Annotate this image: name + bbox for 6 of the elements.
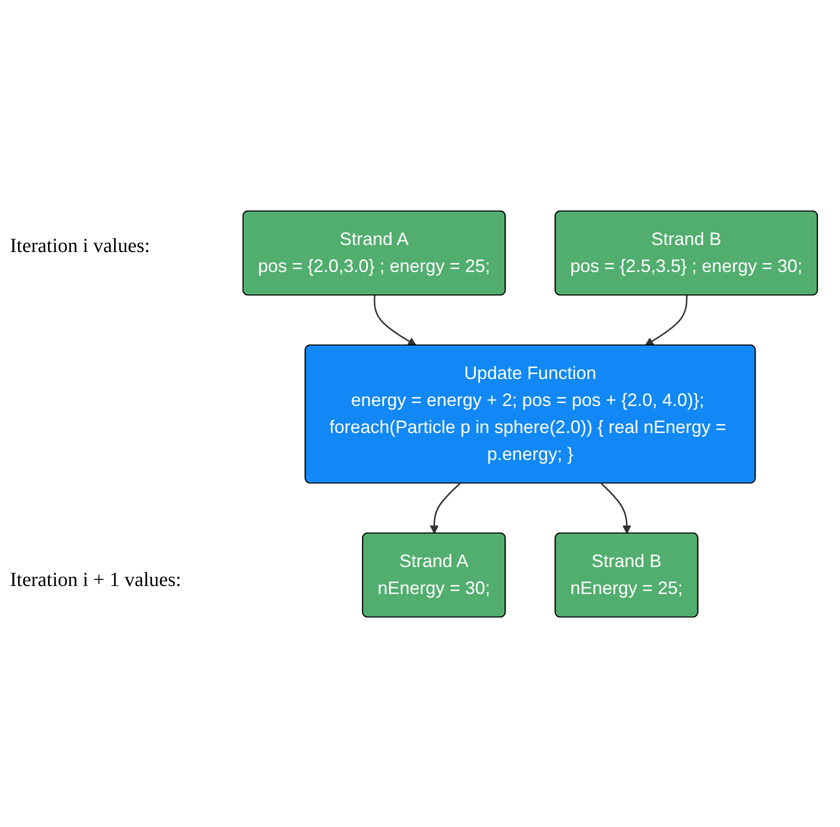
arrow — [644, 294, 688, 346]
arrow — [430, 482, 460, 534]
row-label: Iteration i values: — [10, 235, 151, 258]
arrow — [600, 482, 632, 534]
arrow — [374, 294, 416, 346]
row-label: Iteration i + 1 values: — [10, 568, 182, 592]
